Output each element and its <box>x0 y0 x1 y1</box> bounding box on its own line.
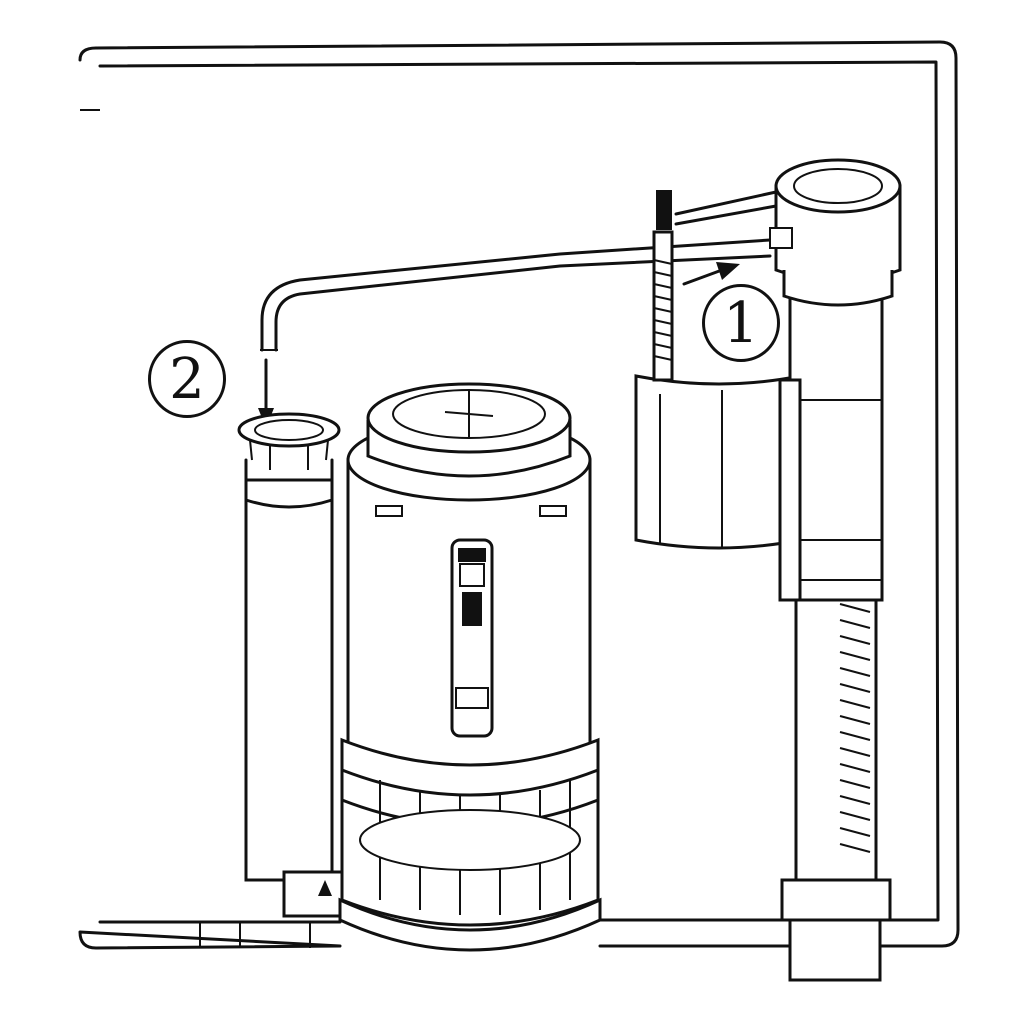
cistern-inner-wall <box>98 60 940 924</box>
overflow-pipe <box>237 412 341 882</box>
refill-tube <box>260 238 772 352</box>
callout-1: 1 <box>702 284 780 362</box>
callout-2-label: 2 <box>169 346 205 412</box>
arrow-1 <box>682 268 724 286</box>
flush-valve <box>338 382 602 952</box>
callout-2: 2 <box>148 340 226 418</box>
fill-valve-float <box>634 374 802 550</box>
fill-valve <box>652 158 902 982</box>
cistern-outline <box>78 40 960 950</box>
callout-1-label: 1 <box>723 290 759 356</box>
